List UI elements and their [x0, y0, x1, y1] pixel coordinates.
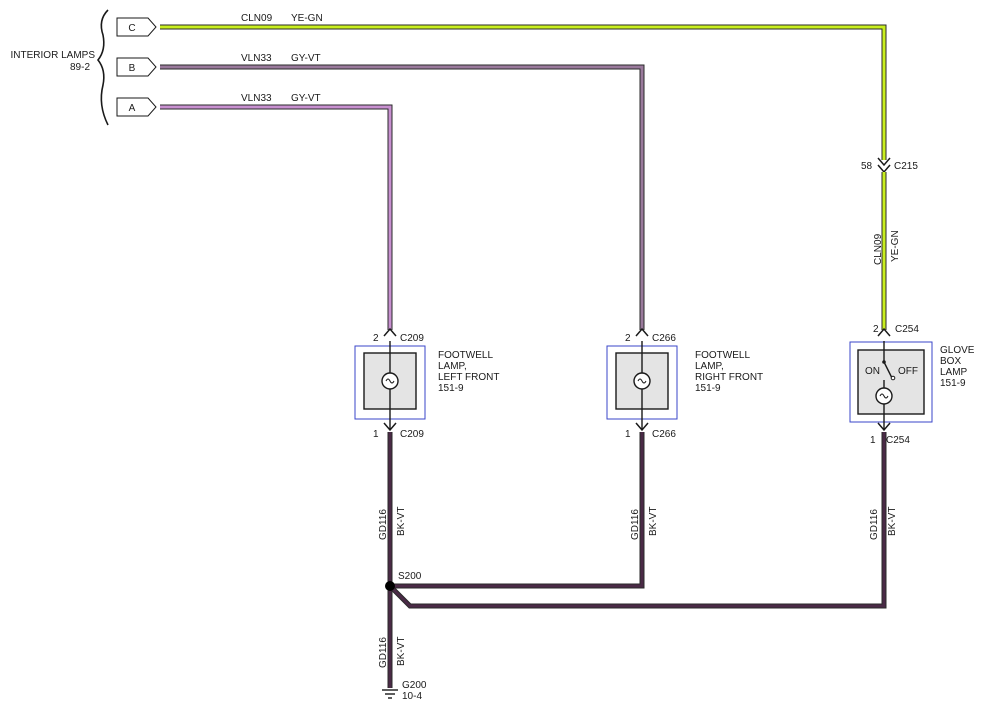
ground-g200-icon[interactable]	[382, 689, 398, 699]
ground-right-circuit: GD116	[869, 509, 880, 540]
ground-mid-color: BK-VT	[648, 507, 659, 536]
c254-top-name: C254	[895, 324, 919, 335]
wire-ground-right[interactable]	[390, 432, 887, 609]
ground-right-color: BK-VT	[887, 507, 898, 536]
c266-bottom-name: C266	[652, 429, 676, 440]
footwell-lamp-right[interactable]	[606, 327, 678, 432]
wire-b-color: GY-VT	[291, 53, 321, 64]
connector-c215[interactable]	[877, 157, 891, 174]
switch-on-label: ON	[865, 366, 880, 377]
footwell-right-label: FOOTWELL LAMP, RIGHT FRONT 151-9	[695, 350, 763, 394]
pin-b[interactable]: B	[116, 57, 157, 77]
svg-text:LEFT FRONT: LEFT FRONT	[438, 372, 499, 383]
c209-top-pin: 2	[373, 333, 379, 344]
pin-c-label: C	[128, 23, 135, 34]
c215-name: C215	[894, 161, 918, 172]
wire-a-circuit: VLN33	[241, 93, 272, 104]
wire-b-circuit: VLN33	[241, 53, 272, 64]
glove-box-lamp[interactable]: ON OFF	[849, 327, 933, 432]
c215-pin: 58	[861, 161, 873, 172]
c266-bottom-pin: 1	[625, 429, 631, 440]
svg-text:FOOTWELL: FOOTWELL	[438, 350, 493, 361]
svg-text:151-9: 151-9	[940, 378, 966, 389]
wire-c[interactable]	[160, 24, 887, 160]
svg-text:151-9: 151-9	[695, 383, 721, 394]
c254-bottom-pin: 1	[870, 435, 876, 446]
interior-lamps-connector: INTERIOR LAMPS 89-2 C B A	[11, 9, 157, 126]
wire-ground-mid[interactable]	[390, 432, 645, 589]
c254-bottom-name: C254	[886, 435, 910, 446]
c209-bottom-name: C209	[400, 429, 424, 440]
c209-top-name: C209	[400, 333, 424, 344]
wire-c-color: YE-GN	[291, 13, 323, 24]
svg-text:GLOVE: GLOVE	[940, 345, 975, 356]
c266-top-name: C266	[652, 333, 676, 344]
footwell-left-label: FOOTWELL LAMP, LEFT FRONT 151-9	[438, 350, 499, 394]
glove-feed-color: YE-GN	[890, 230, 901, 262]
wire-c-circuit: CLN09	[241, 13, 273, 24]
ground-g200-label: G200	[402, 680, 427, 691]
ground-main-circuit: GD116	[378, 637, 389, 668]
svg-text:151-9: 151-9	[438, 383, 464, 394]
svg-text:BOX: BOX	[940, 356, 961, 367]
ground-left-color: BK-VT	[396, 507, 407, 536]
svg-text:FOOTWELL: FOOTWELL	[695, 350, 750, 361]
ground-left-circuit: GD116	[378, 509, 389, 540]
glove-box-label: GLOVE BOX LAMP 151-9	[940, 345, 975, 389]
c209-bottom-pin: 1	[373, 429, 379, 440]
ground-main-color: BK-VT	[396, 637, 407, 666]
switch-off-label: OFF	[898, 366, 918, 377]
connector-bracket	[96, 9, 109, 126]
glove-feed-circuit: CLN09	[873, 233, 884, 265]
svg-text:LAMP,: LAMP,	[438, 361, 467, 372]
ground-g200-ref: 10-4	[402, 691, 422, 702]
svg-text:RIGHT FRONT: RIGHT FRONT	[695, 372, 763, 383]
pin-b-label: B	[129, 63, 136, 74]
footwell-lamp-left[interactable]	[354, 327, 426, 432]
pin-a-label: A	[129, 103, 136, 114]
splice-s200-label: S200	[398, 571, 422, 582]
wire-b[interactable]	[160, 64, 645, 330]
ground-mid-circuit: GD116	[630, 509, 641, 540]
splice-s200-dot[interactable]	[385, 581, 395, 591]
svg-text:LAMP: LAMP	[940, 367, 968, 378]
switch-icon	[883, 361, 893, 379]
pin-a[interactable]: A	[116, 97, 157, 117]
wire-a[interactable]	[160, 104, 393, 330]
wire-a-color: GY-VT	[291, 93, 321, 104]
interior-lamps-label: INTERIOR LAMPS	[11, 50, 96, 61]
c254-top-pin: 2	[873, 324, 879, 335]
svg-text:LAMP,: LAMP,	[695, 361, 724, 372]
interior-lamps-ref: 89-2	[70, 62, 90, 73]
pin-c[interactable]: C	[116, 17, 157, 37]
c266-top-pin: 2	[625, 333, 631, 344]
